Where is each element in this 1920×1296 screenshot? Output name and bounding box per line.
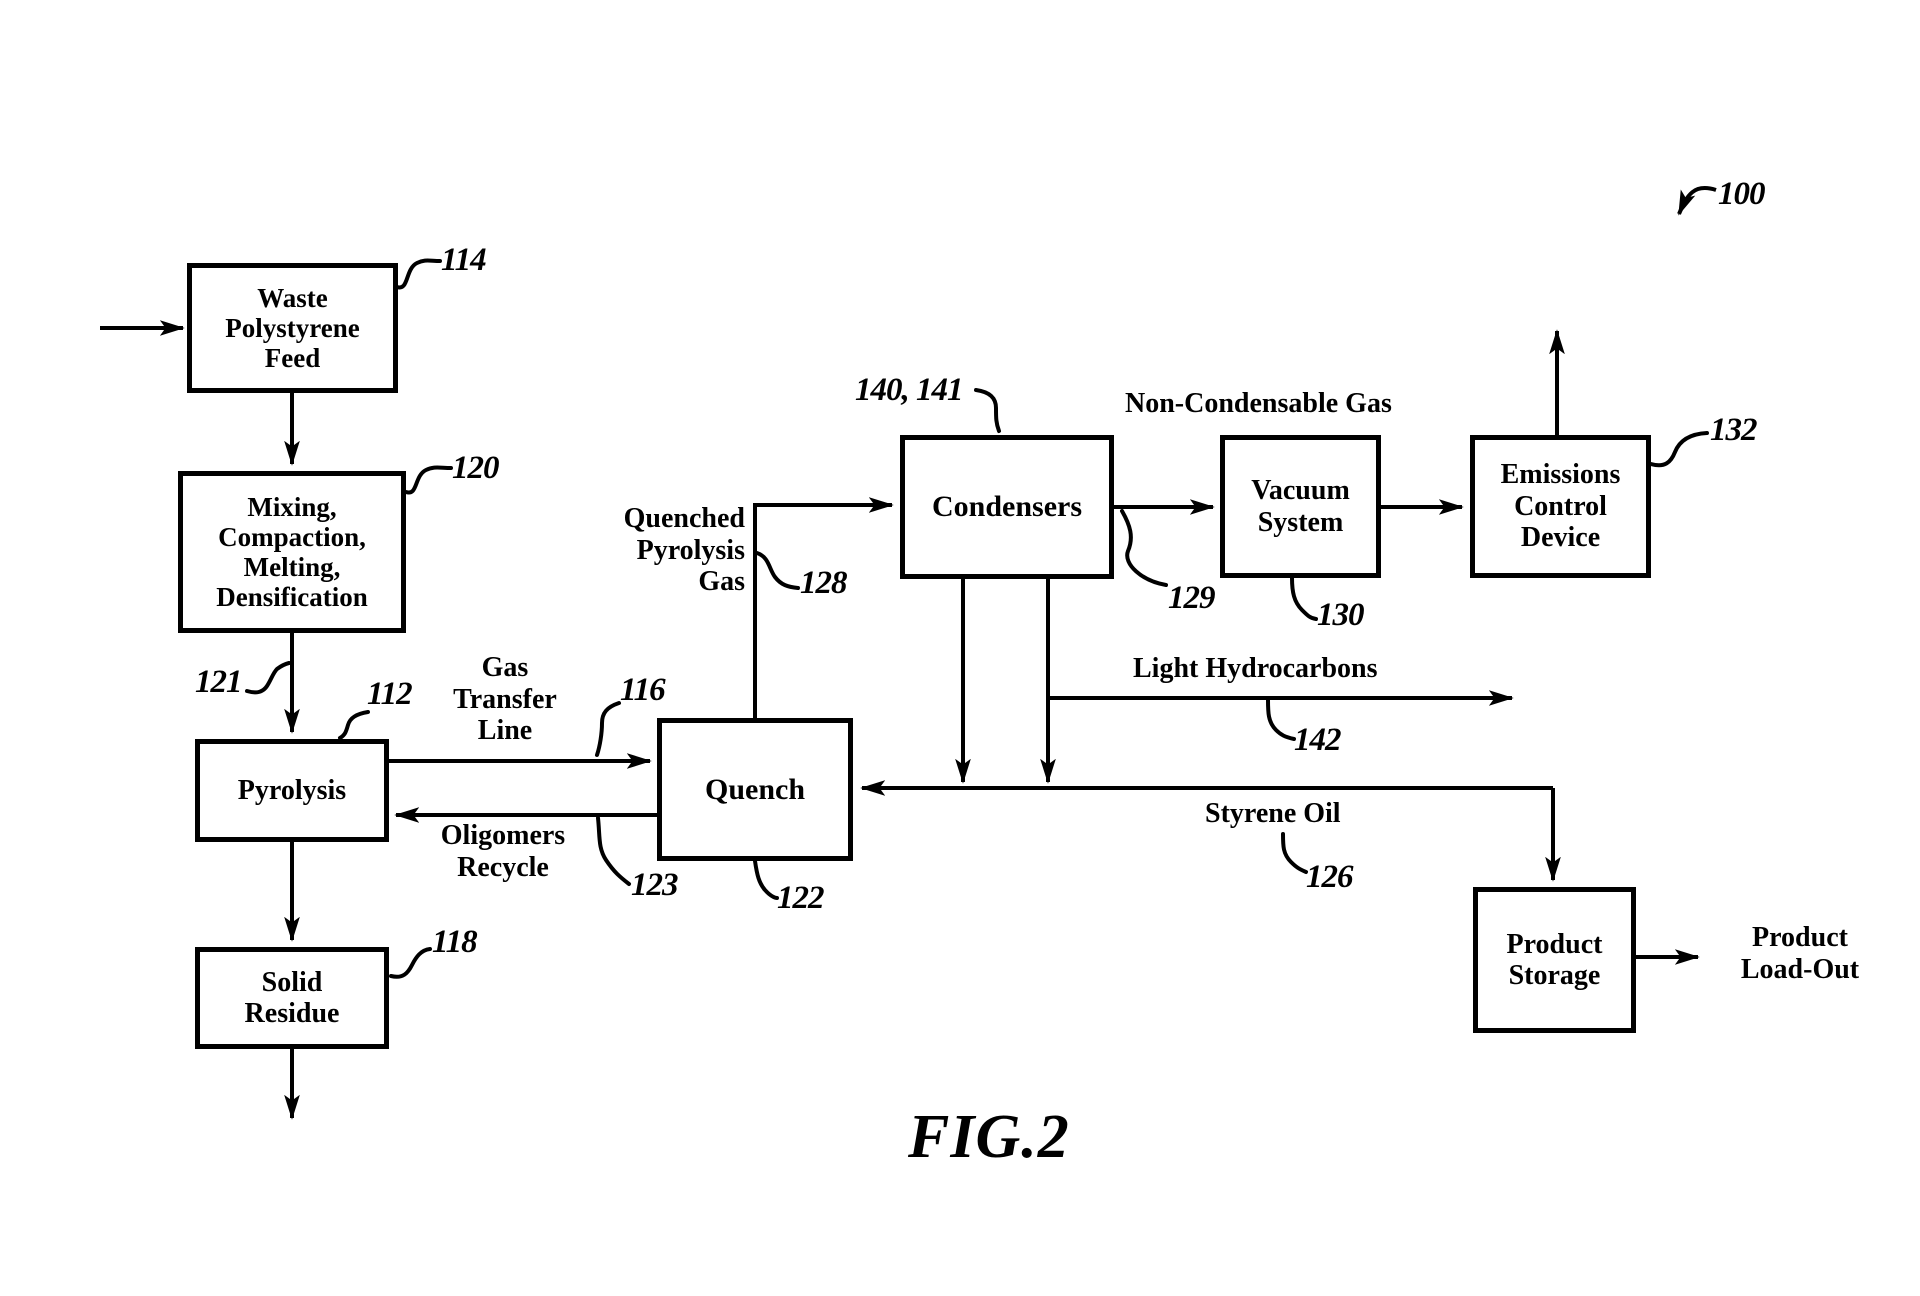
lead-121 (245, 661, 291, 695)
ref-132: 132 (1710, 412, 1757, 448)
ref-112: 112 (367, 676, 413, 712)
box-waste-polystyrene-feed: Waste Polystyrene Feed (187, 263, 398, 393)
box-pyrolysis: Pyrolysis (195, 739, 389, 842)
lead-118 (389, 947, 432, 979)
lead-123 (596, 816, 631, 886)
lead-142 (1266, 698, 1296, 741)
ref-114: 114 (441, 242, 487, 278)
lead-114 (395, 258, 442, 290)
box-pyrolysis-label: Pyrolysis (237, 774, 347, 806)
ref-100: 100 (1718, 176, 1765, 212)
lead-130 (1290, 576, 1318, 621)
ref-123: 123 (631, 867, 678, 903)
box-mixing-compaction: Mixing, Compaction, Melting, Densificati… (178, 471, 406, 633)
box-vacuum-system: Vacuum System (1220, 435, 1381, 578)
ref-120: 120 (452, 450, 499, 486)
ref-126: 126 (1306, 859, 1353, 895)
arrow-ref-100-pointer (1677, 186, 1717, 216)
label-quenched-pyrolysis-gas: Quenched Pyrolysis Gas (623, 503, 745, 598)
lead-116 (595, 701, 621, 757)
lead-112 (338, 710, 370, 740)
box-mixing-compaction-label: Mixing, Compaction, Melting, Densificati… (216, 491, 368, 613)
box-product-storage-label: Product Storage (1506, 928, 1603, 991)
box-emissions-control-device: Emissions Control Device (1470, 435, 1651, 578)
ref-129: 129 (1168, 580, 1215, 616)
label-styrene-oil: Styrene Oil (1205, 798, 1341, 829)
ref-130: 130 (1317, 597, 1364, 633)
box-condensers-label: Condensers (931, 490, 1082, 524)
ref-142: 142 (1294, 722, 1341, 758)
box-solid-residue-label: Solid Residue (244, 966, 340, 1029)
box-quench: Quench (657, 718, 853, 861)
ref-122: 122 (777, 880, 824, 916)
box-waste-polystyrene-feed-label: Waste Polystyrene Feed (225, 282, 360, 374)
box-quench-label: Quench (704, 772, 806, 806)
label-product-load-out: Product Load-Out (1740, 922, 1860, 985)
figure-title: FIG.2 (908, 1103, 1070, 1171)
lead-126 (1281, 832, 1308, 874)
lead-132 (1649, 431, 1709, 468)
lead-122 (753, 859, 779, 900)
label-non-condensable-gas: Non-Condensable Gas (1125, 388, 1392, 419)
lead-120 (404, 465, 453, 495)
box-product-storage: Product Storage (1473, 887, 1636, 1033)
ref-121: 121 (195, 664, 242, 700)
label-light-hydrocarbons: Light Hydrocarbons (1133, 653, 1378, 684)
label-gas-transfer-line: Gas Transfer Line (453, 652, 557, 747)
label-oligomers-recycle: Oligomers Recycle (440, 820, 566, 883)
box-condensers: Condensers (900, 435, 1114, 579)
box-emissions-control-device-label: Emissions Control Device (1500, 459, 1621, 554)
ref-116: 116 (620, 672, 666, 708)
ref-128: 128 (800, 565, 847, 601)
arrow-quench-to-condensers (753, 497, 894, 718)
ref-118: 118 (432, 924, 478, 960)
lead-140-141 (974, 388, 1001, 433)
reference-lead-lines (245, 258, 1709, 979)
ref-140-141: 140, 141 (855, 372, 963, 408)
lead-129 (1120, 509, 1168, 587)
box-vacuum-system-label: Vacuum System (1251, 475, 1350, 538)
lead-128 (755, 551, 800, 590)
box-solid-residue: Solid Residue (195, 947, 389, 1049)
